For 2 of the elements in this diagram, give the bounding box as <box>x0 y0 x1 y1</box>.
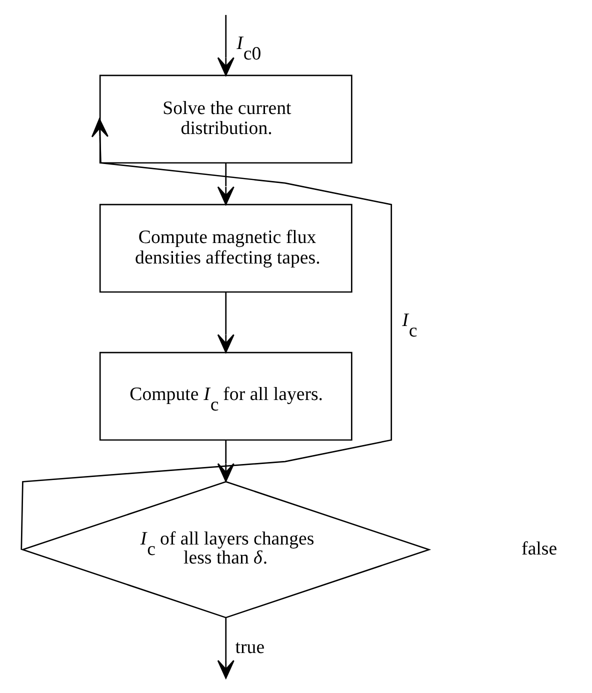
label: false <box>521 538 557 560</box>
edge-label: true <box>234 636 264 658</box>
